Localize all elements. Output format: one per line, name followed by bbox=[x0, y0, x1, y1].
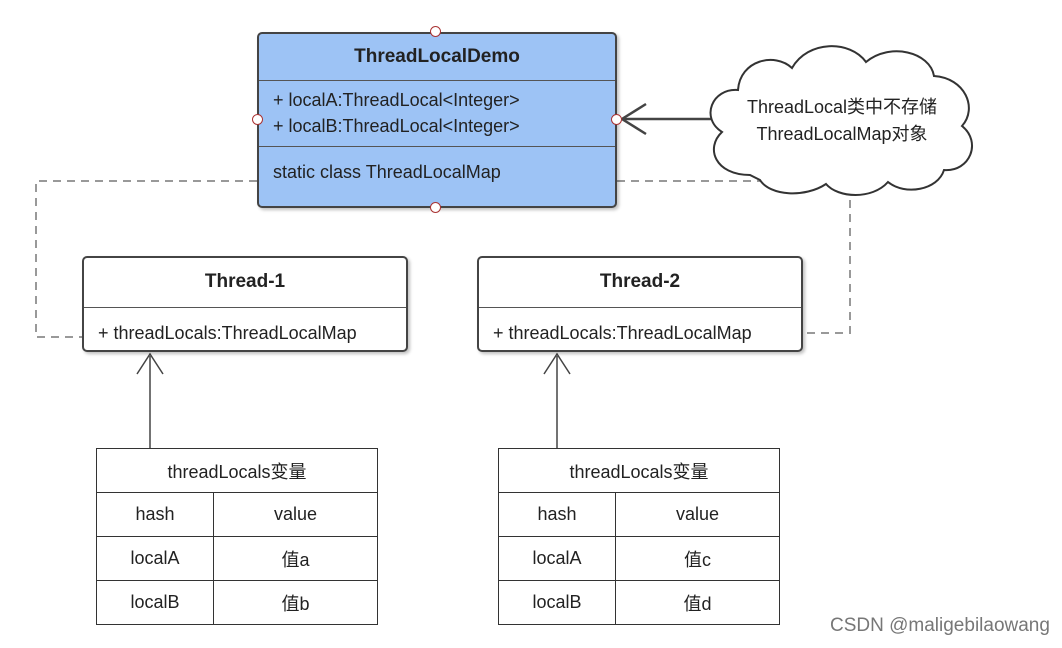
inner-class-threadlocalmap: static class ThreadLocalMap bbox=[273, 162, 501, 182]
thread1-field: + threadLocals:ThreadLocalMap bbox=[98, 323, 357, 343]
threadlocals-table-2: threadLocals变量 hash value localA 值c loca… bbox=[498, 448, 780, 625]
csdn-watermark: CSDN @maligebilaowang bbox=[830, 615, 1050, 636]
table2-caption: threadLocals变量 bbox=[498, 448, 780, 493]
selection-handle-left[interactable] bbox=[252, 114, 263, 125]
thread1-title: Thread-1 bbox=[84, 258, 406, 308]
dashed-link-thread2 bbox=[617, 180, 851, 334]
table1-header-value: value bbox=[213, 492, 378, 537]
table2-row1-hash: localA bbox=[498, 536, 616, 581]
field-localB: + localB:ThreadLocal<Integer> bbox=[273, 116, 520, 136]
cloud-note-line2: ThreadLocalMap对象 bbox=[756, 124, 928, 144]
arrowhead-thread1 bbox=[136, 352, 164, 375]
cloud-arrowhead bbox=[619, 102, 647, 136]
cloud-note: ThreadLocal类中不存储 ThreadLocalMap对象 bbox=[722, 94, 962, 148]
thread2-title: Thread-2 bbox=[479, 258, 801, 308]
threadlocals-table-1: threadLocals变量 hash value localA 值a loca… bbox=[96, 448, 378, 625]
dashed-link-thread1 bbox=[35, 180, 257, 338]
selection-handle-right[interactable] bbox=[611, 114, 622, 125]
table1-caption: threadLocals变量 bbox=[96, 448, 378, 493]
table1-row1-hash: localA bbox=[96, 536, 214, 581]
thread1-class-box: Thread-1 + threadLocals:ThreadLocalMap bbox=[82, 256, 408, 352]
cloud-shape bbox=[709, 45, 973, 196]
threadlocaldemo-title: ThreadLocalDemo bbox=[259, 34, 615, 81]
table2-header-value: value bbox=[615, 492, 780, 537]
selection-handle-bottom[interactable] bbox=[430, 202, 441, 213]
table2-row1-value: 值c bbox=[615, 536, 780, 581]
thread2-class-box: Thread-2 + threadLocals:ThreadLocalMap bbox=[477, 256, 803, 352]
table1-row2-hash: localB bbox=[96, 580, 214, 625]
table2-header-hash: hash bbox=[498, 492, 616, 537]
threadlocaldemo-class-box: ThreadLocalDemo + localA:ThreadLocal<Int… bbox=[257, 32, 617, 208]
table2-row2-hash: localB bbox=[498, 580, 616, 625]
threadlocaldemo-fields: + localA:ThreadLocal<Integer> + localB:T… bbox=[259, 81, 615, 147]
selection-handle-top[interactable] bbox=[430, 26, 441, 37]
field-localA: + localA:ThreadLocal<Integer> bbox=[273, 90, 520, 110]
table1-header-hash: hash bbox=[96, 492, 214, 537]
thread2-field: + threadLocals:ThreadLocalMap bbox=[493, 323, 752, 343]
table1-row1-value: 值a bbox=[213, 536, 378, 581]
cloud-note-line1: ThreadLocal类中不存储 bbox=[746, 97, 938, 117]
arrowhead-thread2 bbox=[543, 352, 571, 375]
table1-row2-value: 值b bbox=[213, 580, 378, 625]
table2-row2-value: 值d bbox=[615, 580, 780, 625]
